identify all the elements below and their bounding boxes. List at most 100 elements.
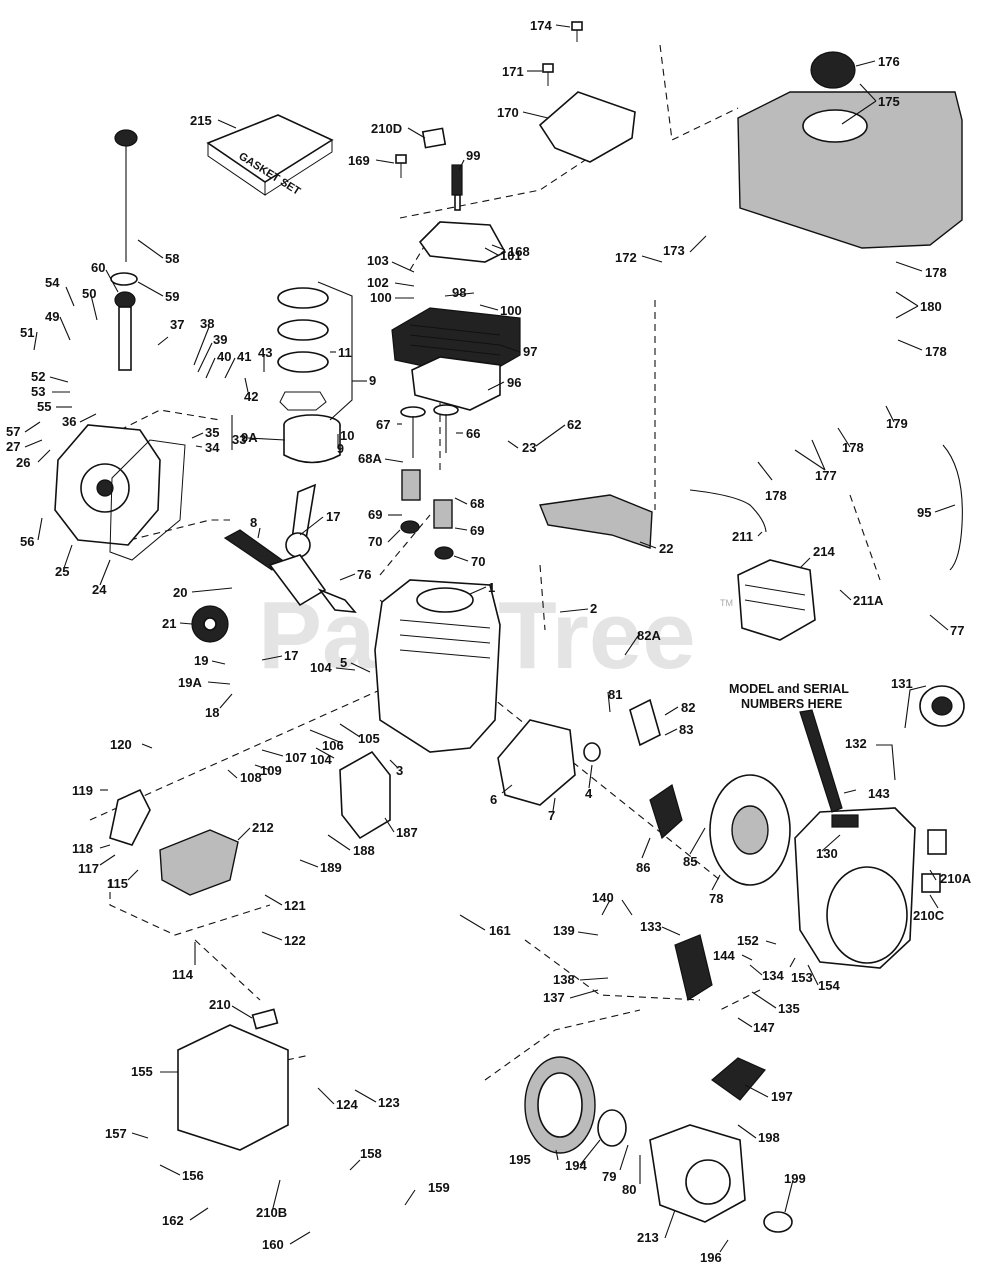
part-label: 95: [917, 505, 931, 520]
part-label: 187: [396, 825, 418, 840]
parts-group: GASKET SET: [54, 21, 965, 1233]
part-label: 36: [62, 414, 76, 429]
retainer-70b-icon: [434, 546, 454, 560]
part-label: 98: [452, 285, 466, 300]
part-label: 69: [368, 507, 382, 522]
fuel-tank-175-icon: [737, 91, 963, 249]
part-label: 68: [470, 496, 484, 511]
part-label: 33: [232, 432, 246, 447]
cylinder-head-97-icon: [391, 307, 521, 379]
wire-211-icon: [689, 489, 767, 533]
part-label: 77: [950, 623, 964, 638]
part-label: 214: [813, 544, 835, 559]
part-label: 51: [20, 325, 34, 340]
retainer-70a-icon: [400, 520, 420, 534]
part-label: 175: [878, 94, 900, 109]
part-label: 101: [500, 248, 522, 263]
part-label: 210C: [913, 908, 945, 923]
part-label: 215: [190, 113, 212, 128]
part-label: 114: [172, 967, 194, 982]
part-label: 180: [920, 299, 942, 314]
part-label: 79: [602, 1169, 616, 1184]
part-label: 144: [713, 948, 735, 963]
handle-199-icon: [763, 1211, 793, 1233]
part-label: 82A: [637, 628, 661, 643]
model-note-line1: MODEL and SERIAL: [729, 682, 849, 696]
gasket-24-icon: [109, 439, 186, 561]
part-label: 76: [357, 567, 371, 582]
part-label: 157: [105, 1126, 127, 1141]
part-label: 108: [240, 770, 262, 785]
part-label: 172: [615, 250, 637, 265]
part-label: 188: [353, 843, 375, 858]
part-label: 178: [842, 440, 864, 455]
part-label: 137: [543, 990, 565, 1005]
part-label: 43: [258, 345, 272, 360]
part-label: 211: [732, 529, 753, 544]
part-label: 212: [252, 820, 274, 835]
part-label: 153: [791, 970, 813, 985]
part-label: 162: [162, 1213, 184, 1228]
part-label: 2: [590, 601, 597, 616]
trademark: TM: [720, 598, 733, 608]
part-label: 56: [20, 534, 34, 549]
part-label: 60: [91, 260, 105, 275]
cup-194-icon: [597, 1109, 627, 1147]
part-label: 131: [891, 676, 913, 691]
part-label: 53: [31, 384, 45, 399]
part-label: 100: [500, 303, 522, 318]
wire-95-icon: [942, 444, 963, 571]
part-label: 55: [37, 399, 51, 414]
screw-169-icon: [395, 154, 407, 178]
part-label: 160: [262, 1237, 284, 1252]
part-label: 139: [553, 923, 575, 938]
head-gasket-96-icon: [411, 356, 501, 411]
label-210D-icon: [421, 127, 447, 149]
rotating-screen-195-icon: [524, 1056, 596, 1154]
bushing-4-icon: [583, 742, 601, 762]
part-label: 159: [428, 1180, 450, 1195]
part-label: 195: [509, 1152, 531, 1167]
part-label: 140: [592, 890, 614, 905]
leader-lines: [24, 24, 956, 1253]
part-label: 10: [340, 428, 354, 443]
carburetor-212-icon: [159, 829, 239, 896]
part-label: 52: [31, 369, 45, 384]
part-label: 123: [378, 1095, 400, 1110]
part-label: 80: [622, 1182, 636, 1197]
part-label: 117: [78, 861, 99, 876]
module-86-icon: [649, 784, 683, 840]
o-ring-59-icon: [110, 272, 138, 286]
part-label: 42: [244, 389, 258, 404]
flywheel-78-icon: [709, 774, 791, 886]
part-label: 179: [886, 416, 908, 431]
part-label: 26: [16, 455, 30, 470]
plate-168-icon: [418, 221, 507, 263]
part-label: 57: [6, 424, 20, 439]
part-label: 62: [567, 417, 581, 432]
part-label: 20: [173, 585, 187, 600]
part-label: 58: [165, 251, 179, 266]
fuel-cap-176-icon: [810, 51, 856, 89]
part-label: 138: [553, 972, 575, 987]
part-label: 121: [284, 898, 306, 913]
part-label: 210B: [256, 1205, 287, 1220]
part-label: 19: [194, 653, 208, 668]
part-label: 106: [322, 738, 344, 753]
part-label: 54: [45, 275, 60, 290]
part-label: 23: [522, 440, 536, 455]
part-label: 118: [72, 841, 93, 856]
handle-197-icon: [711, 1057, 766, 1101]
part-label: 147: [753, 1020, 775, 1035]
part-label: 178: [925, 265, 947, 280]
connecting-rod-17-icon: [285, 483, 317, 558]
part-label: 66: [466, 426, 480, 441]
part-label: 50: [82, 286, 96, 301]
part-label: 68A: [358, 451, 382, 466]
label-210A-icon: [927, 829, 947, 855]
part-label: 105: [358, 731, 380, 746]
piston-9A-icon: [283, 414, 341, 464]
part-label: 67: [376, 417, 390, 432]
part-label: 49: [45, 309, 59, 324]
